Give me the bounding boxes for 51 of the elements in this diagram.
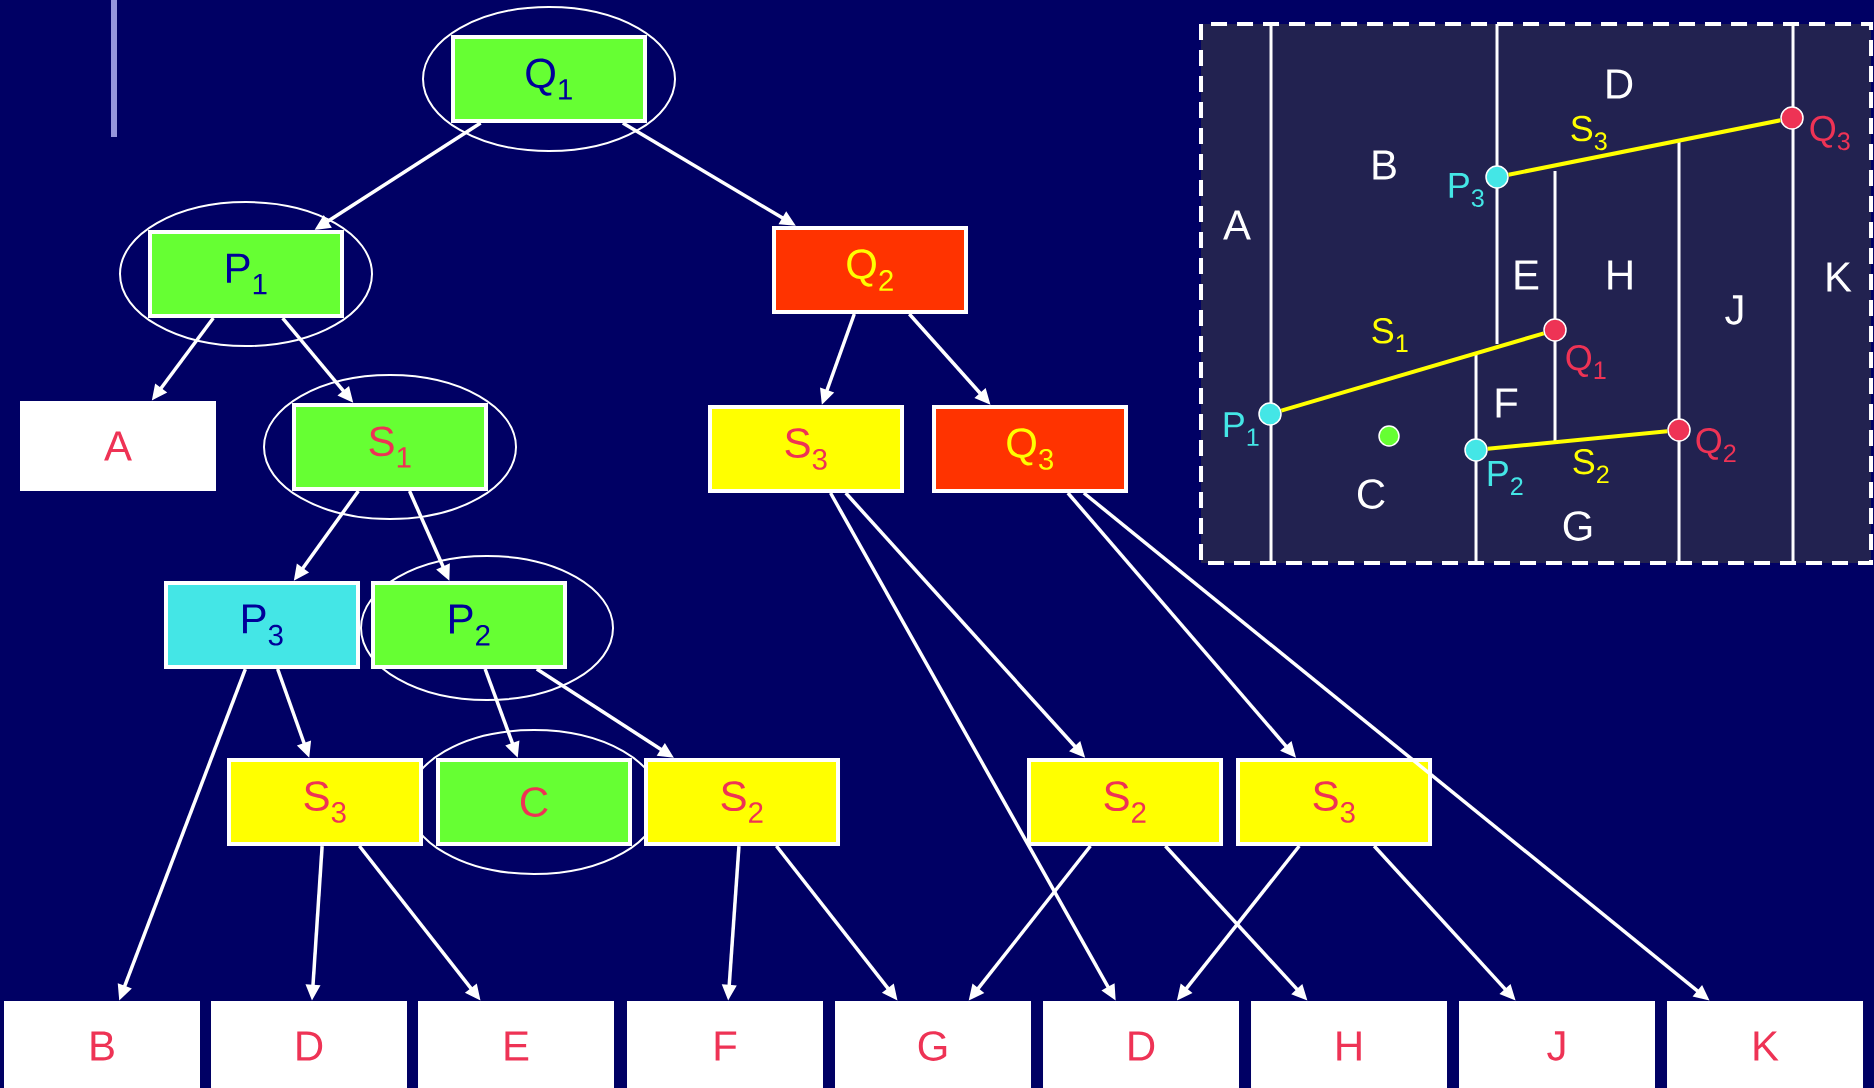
leaf-box: B xyxy=(4,1001,200,1088)
tree-box: S$_{3}$ xyxy=(708,405,904,493)
region-label: H xyxy=(1608,260,1632,290)
region-label: J xyxy=(1725,295,1743,325)
tree-box: S$_{2}$ xyxy=(1027,758,1223,846)
leaf-box: A xyxy=(20,401,216,491)
leaf-box: G xyxy=(835,1001,1031,1088)
tree-box: Q$_{2}$ xyxy=(772,226,968,314)
tree-box: P$_{1}$ xyxy=(148,230,344,318)
point-label: Q$_{3}$ xyxy=(1810,115,1850,151)
tree-box: Q$_{1}$ xyxy=(451,35,647,123)
segment-line xyxy=(1280,331,1545,413)
region-label: A xyxy=(1223,210,1251,240)
region-label: C xyxy=(1358,479,1385,509)
tree-box: S$_{1}$ xyxy=(292,403,488,491)
point-label: P$_{1}$ xyxy=(1224,412,1259,446)
tree-box: S$_{2}$ xyxy=(644,758,840,846)
point-label: Q$_{2}$ xyxy=(1696,427,1736,463)
region-label: G xyxy=(1563,511,1592,541)
tree-box: S$_{3}$ xyxy=(1236,758,1432,846)
edge-label: S$_{3}$ xyxy=(1571,115,1607,151)
point-marker xyxy=(1258,402,1282,426)
edge-label: S$_{1}$ xyxy=(1372,318,1408,352)
leaf-box: E xyxy=(418,1001,614,1088)
leaf-box: J xyxy=(1459,1001,1655,1088)
edge-label: S$_{2}$ xyxy=(1573,448,1609,484)
leaf-box: D xyxy=(211,1001,407,1088)
point-label: P$_{2}$ xyxy=(1488,461,1523,495)
point-label: Q$_{1}$ xyxy=(1566,345,1606,379)
leaf-box: H xyxy=(1251,1001,1447,1088)
point-marker xyxy=(1543,318,1567,342)
region-label: E xyxy=(1515,260,1539,290)
tree-box: S$_{3}$ xyxy=(227,758,423,846)
leaf-box: K xyxy=(1667,1001,1863,1088)
point-label: P$_{3}$ xyxy=(1449,173,1484,208)
segment-line xyxy=(1487,429,1668,451)
tree-box: Q$_{3}$ xyxy=(932,405,1128,493)
segment-line xyxy=(1508,118,1781,177)
region-label: K xyxy=(1827,262,1852,292)
leaf-box: F xyxy=(627,1001,823,1088)
point-marker xyxy=(1780,106,1804,130)
leaf-box: D xyxy=(1043,1001,1239,1088)
region-label: F xyxy=(1496,388,1518,418)
point-marker xyxy=(1464,438,1488,462)
point-marker xyxy=(1667,418,1691,442)
tree-box: C xyxy=(436,758,632,846)
region-label: D xyxy=(1607,69,1633,99)
region-label: B xyxy=(1373,150,1396,180)
point-marker xyxy=(1485,165,1509,189)
tree-box: P$_{2}$ xyxy=(371,581,567,669)
tree-box: P$_{3}$ xyxy=(164,581,360,669)
